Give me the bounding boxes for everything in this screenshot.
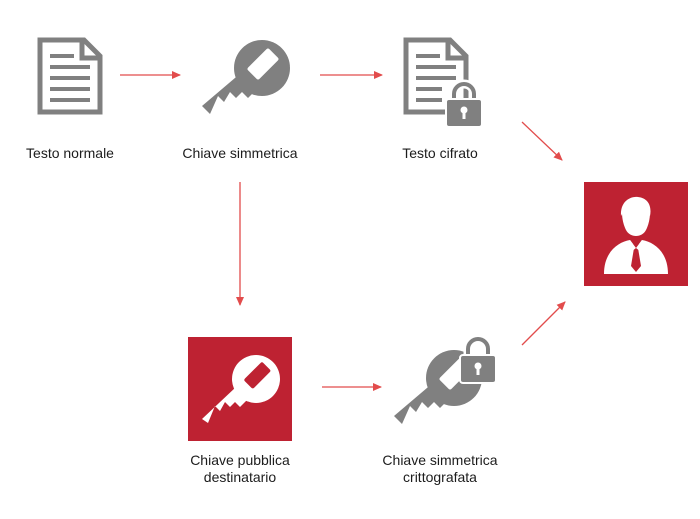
key-icon bbox=[202, 40, 290, 114]
ciphertext-label: Testo cifrato bbox=[402, 145, 478, 161]
padlock-icon bbox=[459, 334, 497, 384]
encrypted-key-label-line2: crittografata bbox=[403, 469, 477, 485]
arrow-cipher-to-recipient bbox=[521, 121, 563, 161]
symmetric-key-node bbox=[196, 36, 296, 120]
ciphertext-node bbox=[402, 36, 486, 132]
encrypted-key-node bbox=[388, 334, 498, 434]
symmetric-key-label: Chiave simmetrica bbox=[182, 145, 298, 161]
public-key-label-line2: destinatario bbox=[203, 469, 277, 485]
public-key-node bbox=[188, 337, 292, 441]
document-icon bbox=[37, 37, 103, 115]
plain-text-node bbox=[36, 36, 104, 116]
arrow-encrypted-to-recipient bbox=[521, 301, 566, 346]
public-key-label-line1: Chiave pubblica bbox=[190, 452, 290, 468]
public-key-label: Chiave pubblica destinatario bbox=[150, 452, 330, 486]
key-icon bbox=[202, 355, 280, 423]
locked-document-icon bbox=[403, 37, 483, 128]
locked-key-icon bbox=[394, 334, 497, 424]
padlock-icon bbox=[445, 79, 483, 128]
encrypted-key-label: Chiave simmetrica crittografata bbox=[350, 452, 530, 486]
encrypted-key-label-line1: Chiave simmetrica bbox=[382, 452, 498, 468]
recipient-node bbox=[584, 182, 688, 286]
user-icon bbox=[604, 196, 668, 274]
plain-text-label: Testo normale bbox=[26, 145, 114, 161]
